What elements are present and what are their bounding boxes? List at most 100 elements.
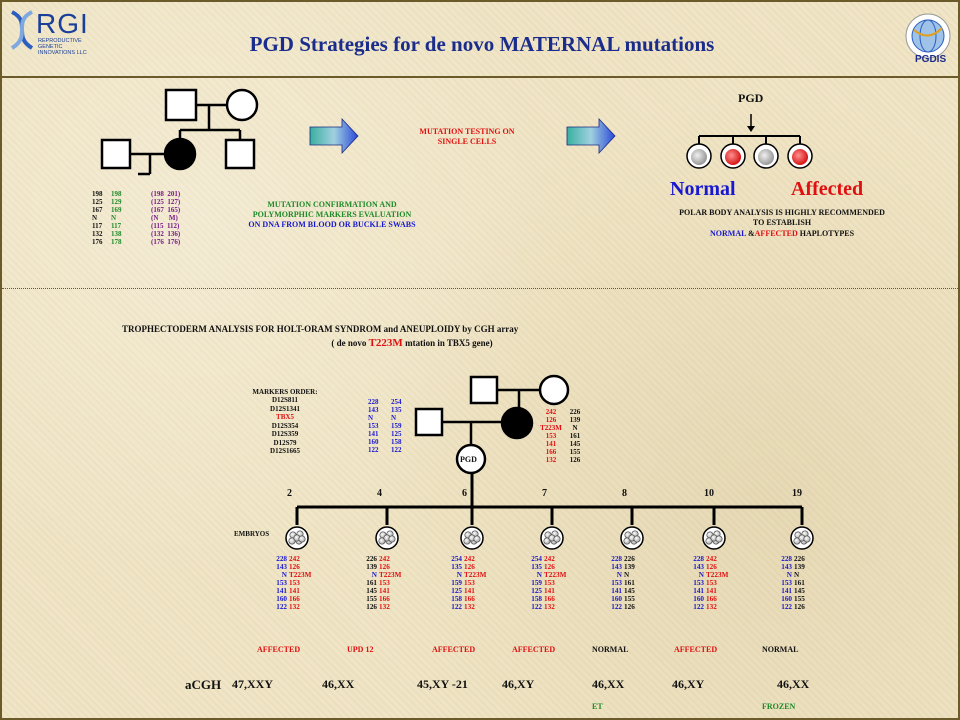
marker-order-item: TBX5: [276, 413, 294, 421]
mother-haplotype-b: 226 139 N 161 145 155 126: [569, 408, 581, 464]
polar-body-line-1: POLAR BODY ANALYSIS IS HIGHLY RECOMMENDE…: [679, 208, 885, 217]
grandfather-square: [164, 88, 198, 122]
markers-order-label: MARKERS ORDER:: [252, 388, 318, 396]
marker-col-2: 198 129 169 N 117 138 178: [111, 190, 122, 246]
logo-subtext: REPRODUCTIVE GENETIC INNOVATIONS LLC: [38, 38, 87, 56]
haplo-affected: AFFECTED: [754, 229, 798, 238]
rgi-logo: RGI REPRODUCTIVE GENETIC INNOVATIONS LLC: [8, 8, 92, 68]
embryo-number: 4: [377, 488, 382, 499]
haplo-rest: HAPLOTYPES: [797, 229, 855, 238]
right-arrow-2: [566, 117, 616, 155]
embryo-tree: [295, 473, 804, 525]
embryo-status: UPD 12: [347, 645, 374, 654]
haplo-normal: NORMAL: [709, 229, 746, 238]
pgdis-logo: PGDIS: [902, 12, 954, 68]
embryo-icon: [375, 526, 399, 550]
b-husband-square: [414, 407, 444, 437]
acgh-label: aCGH: [185, 677, 222, 692]
embryo-acgh: 46,XX: [777, 677, 810, 691]
embryo-icon: [790, 526, 814, 550]
grandmother-circle: [225, 88, 259, 122]
embryo-status: NORMAL: [592, 645, 629, 654]
embryo-status: AFFECTED: [432, 645, 476, 654]
embryo-status: NORMAL: [762, 645, 799, 654]
embryo-status: AFFECTED: [674, 645, 718, 654]
haplotypes-line: NORMAL &AFFECTED HAPLOTYPES: [652, 229, 912, 238]
embryo-icons: [285, 526, 814, 550]
confirmation-line-1: MUTATION CONFIRMATION AND: [267, 200, 397, 209]
marker-order-item: D12S354: [271, 421, 299, 430]
page-title: PGD Strategies for de novo MATERNAL muta…: [249, 32, 715, 56]
marker-col-1: 198 125 167 N 117 132 176: [92, 190, 103, 246]
embryo-icon: [460, 526, 484, 550]
marker-order-item: D12S1341: [270, 404, 300, 413]
top-pedigree: [100, 88, 259, 176]
pgd-label: PGD: [738, 91, 764, 105]
haplo-amp: &: [745, 229, 755, 238]
father-haplotype-b: 254 135 N 159 125 158 122: [391, 398, 402, 454]
bottom-pedigree: [414, 374, 570, 475]
embryo-number: 19: [792, 488, 802, 499]
confirmation-line-2: POLYMORPHIC MARKERS EVALUATION: [252, 210, 412, 219]
right-arrow-1: [309, 117, 359, 155]
pgd-circle-label: PGD: [460, 455, 477, 464]
embryo-icon: [620, 526, 644, 550]
embryo-icon: [285, 526, 309, 550]
embryo-note: FROZEN: [762, 702, 796, 711]
pgdis-text: PGDIS: [915, 54, 947, 65]
mother-haplotype-a: 242 126 T223M 153 141 166 132: [540, 408, 562, 464]
dna-helix-icon: [10, 10, 34, 50]
section-divider: [2, 288, 958, 289]
embryo-acgh: 46,XX: [592, 677, 625, 691]
trophectoderm-title: TROPHECTODERM ANALYSIS FOR HOLT-ORAM SYN…: [122, 324, 519, 334]
marker-col-3: (198 201) (125 127) (167 165) (N M) (115…: [151, 190, 181, 246]
marker-order-item: D12S79: [273, 438, 297, 447]
brother-square: [224, 138, 256, 170]
embryo-acgh: 47,XXY: [232, 677, 273, 691]
subtitle-a: ( de novo: [331, 338, 369, 348]
pgd-oocytes: [686, 114, 813, 169]
mutation-testing-line-2: SINGLE CELLS: [437, 137, 497, 146]
affected-mother-circle: [163, 137, 197, 171]
b-grandmother-circle: [538, 374, 570, 406]
embryo-number: 7: [542, 488, 547, 499]
b-grandfather-square: [469, 375, 499, 405]
embryo-icon: [702, 526, 726, 550]
normal-label: Normal: [670, 178, 736, 200]
logo-text: RGI: [36, 8, 89, 39]
embryo-number: 10: [704, 488, 714, 499]
embryo-number: 8: [622, 488, 627, 499]
embryos-label: EMBRYOS: [234, 530, 270, 538]
embryo-acgh: 46,XX: [322, 677, 355, 691]
polar-body-line-2: TO ESTABLISH: [752, 218, 812, 227]
embryo-acgh: 46,XY: [672, 677, 705, 691]
confirmation-line-3: ON DNA FROM BLOOD OR BUCKLE SWABS: [248, 220, 416, 229]
trophectoderm-subtitle: ( de novo T223M mtation in TBX5 gene): [222, 337, 602, 349]
embryo-status: AFFECTED: [257, 645, 301, 654]
embryo-number: 6: [462, 488, 467, 499]
embryo-number: 2: [287, 488, 292, 499]
marker-order-item: D12S811: [271, 396, 299, 404]
embryo-icon: [540, 526, 564, 550]
husband-square: [100, 138, 132, 170]
embryo-acgh: 45,XY -21: [417, 677, 468, 691]
mutation-testing-line-1: MUTATION TESTING ON: [419, 127, 515, 136]
b-affected-mother-circle: [500, 406, 534, 440]
embryo-acgh: 46,XY: [502, 677, 535, 691]
embryo-status: AFFECTED: [512, 645, 556, 654]
marker-order-item: D12S1665: [270, 447, 300, 455]
embryo-note: ET: [592, 702, 603, 711]
